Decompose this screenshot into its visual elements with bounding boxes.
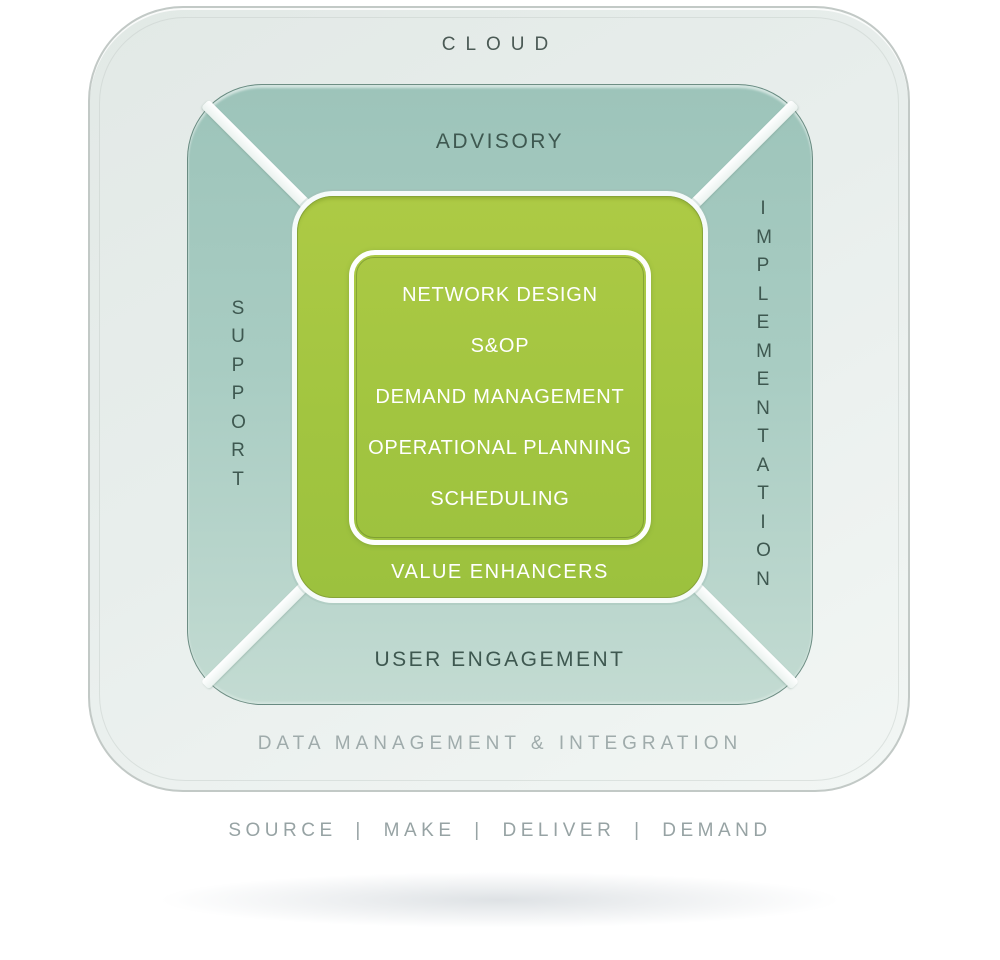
support-label-wrap: SUPPORT [219, 84, 257, 705]
data-management-integration-label: DATA MANAGEMENT & INTEGRATION [257, 733, 743, 754]
source-make-deliver-demand-caption: SOURCE | MAKE | DELIVER | DEMAND [228, 820, 772, 841]
ground-shadow [85, 866, 915, 934]
core-item-operational-planning: OPERATIONAL PLANNING [368, 437, 632, 459]
core-item-scheduling: SCHEDULING [430, 488, 570, 510]
planning-core-inner-box: NETWORK DESIGN S&OP DEMAND MANAGEMENT OP… [349, 250, 651, 545]
core-item-demand-management: DEMAND MANAGEMENT [375, 386, 625, 408]
value-enhancers-label: VALUE ENHANCERS [391, 561, 609, 583]
core-item-sop: S&OP [470, 335, 530, 357]
cloud-layer-label: CLOUD [441, 34, 559, 55]
advisory-label: ADVISORY [435, 130, 565, 153]
implementation-label-wrap: IMPLEMENTATION [744, 84, 782, 705]
user-engagement-label: USER ENGAGEMENT [374, 648, 626, 671]
support-label: SUPPORT [231, 297, 246, 490]
planning-core-item-list: NETWORK DESIGN S&OP DEMAND MANAGEMENT OP… [356, 257, 644, 538]
core-item-network-design: NETWORK DESIGN [402, 284, 598, 306]
implementation-label: IMPLEMENTATION [756, 198, 772, 590]
